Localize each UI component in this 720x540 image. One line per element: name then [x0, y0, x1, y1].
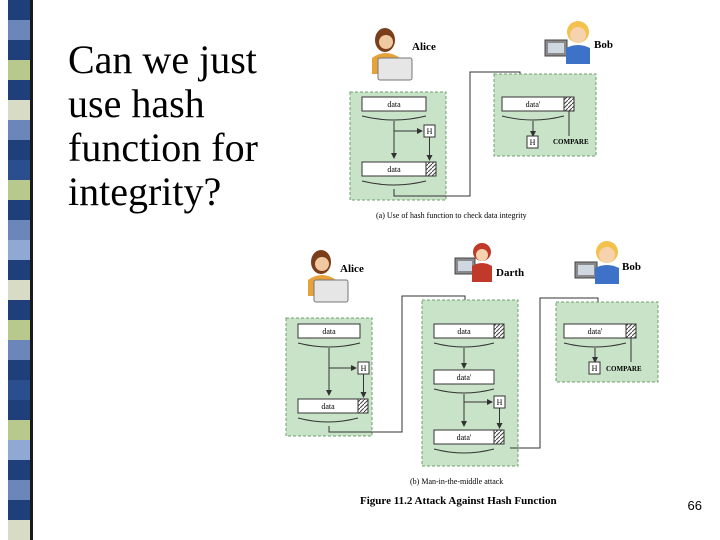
panel-b-hash-label: H	[361, 364, 367, 373]
stripe-square	[8, 0, 30, 20]
stripe-square	[8, 80, 30, 100]
stripe-edge	[30, 0, 33, 540]
panel-a-compare-label: COMPARE	[553, 138, 589, 146]
stripe-square	[8, 200, 30, 220]
panel-a-receiver-box	[493, 73, 597, 157]
panel-a-bob-hash-label: H	[530, 138, 536, 147]
page-number: 66	[687, 498, 702, 513]
stripe-square	[8, 100, 30, 120]
panel-a-alice-label: Alice	[412, 41, 436, 53]
stripe-square	[8, 340, 30, 360]
stripe-square	[8, 520, 30, 540]
panel-b-altered-box	[433, 369, 495, 385]
panel-a-bob-label: Bob	[594, 39, 613, 51]
alice-person-icon	[372, 28, 413, 81]
stripe-square	[8, 500, 30, 520]
panel-a-bob-hash-box	[526, 135, 539, 149]
panel-a-caption: (a) Use of hash function to check data i…	[376, 211, 527, 220]
stripe-square	[8, 360, 30, 380]
stripe-square	[8, 420, 30, 440]
stripe-square	[8, 120, 30, 140]
panel-b-receiver-box	[555, 301, 659, 383]
panel-a-hash-label: H	[427, 127, 433, 136]
panel-b-bob-hash-label: H	[592, 364, 598, 373]
stripe-square	[8, 220, 30, 240]
panel-a-data-label: data	[387, 100, 401, 109]
panel-b-data-box	[297, 323, 361, 339]
panel-a-data-hash-label: data	[387, 165, 401, 174]
stripe-square	[8, 260, 30, 280]
stripe-square	[8, 20, 30, 40]
stripe-square	[8, 180, 30, 200]
panel-b-data-hash-label: data	[321, 402, 335, 411]
stripe-square	[8, 320, 30, 340]
figure-caption: Figure 11.2 Attack Against Hash Function	[360, 495, 557, 507]
panel-a-data-box	[361, 96, 427, 112]
stripe-square	[8, 400, 30, 420]
darth-person-icon	[454, 243, 492, 282]
panel-b-darth-label: Darth	[496, 267, 524, 279]
panel-b-bob-hash-box	[588, 361, 601, 375]
alice-person-icon	[308, 250, 349, 303]
panel-b-alice-label: Alice	[340, 263, 364, 275]
stripe-square	[8, 300, 30, 320]
stripe-square	[8, 140, 30, 160]
stripe-square	[8, 40, 30, 60]
slide-title: Can we just use hash function for integr…	[68, 37, 258, 214]
panel-b-forged-label: data'	[457, 433, 472, 442]
panel-b-intercepted-label: data	[457, 327, 471, 336]
panel-b-bob-label: Bob	[622, 261, 641, 273]
stripe-square	[8, 380, 30, 400]
panel-b-data-label: data	[322, 327, 336, 336]
panel-a-received-label: data'	[526, 100, 541, 109]
panel-b-compare-label: COMPARE	[606, 365, 642, 373]
stripe-square	[8, 240, 30, 260]
stripe-square	[8, 460, 30, 480]
bob-person-icon	[544, 21, 590, 64]
stripe-square	[8, 60, 30, 80]
stripe-square	[8, 440, 30, 460]
panel-b-darth-hash-label: H	[497, 398, 503, 407]
panel-b-caption: (b) Man-in-the-middle attack	[410, 477, 503, 486]
panel-b-received-label: data'	[588, 327, 603, 336]
stripe-square	[8, 480, 30, 500]
decorative-stripe	[8, 0, 33, 540]
bob-person-icon	[574, 241, 619, 284]
panel-b-altered-label: data'	[457, 373, 472, 382]
stripe-square	[8, 280, 30, 300]
stripe-square	[8, 160, 30, 180]
